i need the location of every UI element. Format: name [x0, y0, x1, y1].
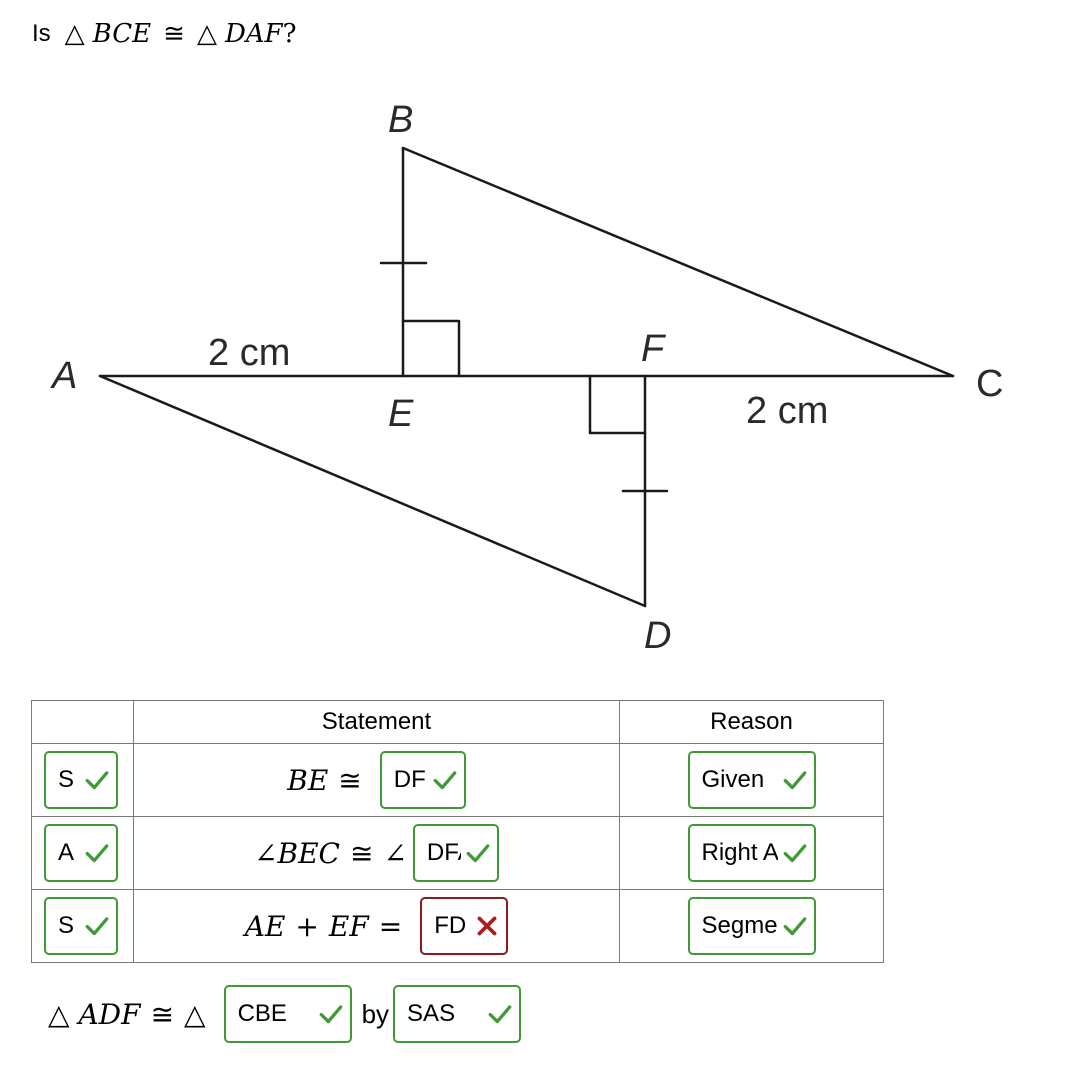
question-prompt: Is △BCE≅△DAF?	[32, 14, 297, 54]
answer-value: S	[58, 766, 75, 793]
answer-value: DF	[393, 766, 426, 793]
statement-lhs: BE	[287, 763, 329, 797]
check-icon	[783, 844, 806, 863]
question-expression: △BCE≅△DAF?	[65, 19, 297, 49]
equals-symbol: =	[378, 909, 403, 943]
reason-answer-box[interactable]: Right Angles	[687, 824, 816, 882]
triangle-symbol: △	[48, 997, 70, 1031]
proof-table: Statement Reason S BE ≅ DF	[31, 700, 884, 963]
congruent-symbol: ≅	[163, 19, 185, 49]
statement-lhs-a: AE	[244, 909, 286, 943]
step-answer-box[interactable]: S	[44, 897, 118, 955]
question-prefix: Is	[32, 20, 51, 47]
answer-value: S	[58, 912, 75, 939]
triangle-symbol: △	[196, 19, 217, 49]
answer-value: Given	[701, 766, 765, 793]
segment-bc	[401, 146, 955, 378]
point-label-d: D	[644, 615, 671, 657]
statement-cell: BE ≅ DF	[133, 743, 620, 817]
question-mark: ?	[282, 19, 297, 49]
header-reason: Reason	[619, 700, 884, 744]
statement-expression: ∠BEC≅∠ DFA	[254, 824, 499, 882]
table-row: S AE + EF = FD Segment Addition	[31, 889, 884, 963]
header-statement: Statement	[133, 700, 620, 744]
header-step	[31, 700, 134, 744]
triangle-adf: ADF	[78, 997, 141, 1031]
answer-value: CBE	[237, 1000, 287, 1027]
check-icon	[85, 771, 109, 790]
statement-lhs: BEC	[277, 836, 340, 870]
triangle-bce: BCE	[92, 19, 152, 49]
statement-expression: BE ≅ DF	[287, 751, 466, 809]
segment-ad	[98, 374, 647, 608]
measure-label-fc: 2 cm	[746, 390, 828, 432]
congruent-symbol: ≅	[150, 997, 175, 1031]
congruent-symbol: ≅	[338, 763, 362, 797]
step-answer-box[interactable]: S	[44, 751, 118, 809]
table-row: A ∠BEC≅∠ DFA Right Angles	[31, 816, 884, 890]
check-icon	[433, 771, 457, 790]
point-label-a: A	[50, 355, 77, 397]
triangle-symbol: △	[184, 997, 206, 1031]
conclusion-line: △ ADF ≅ △ CBE by SAS	[48, 984, 522, 1044]
reason-cell: Segment Addition	[619, 889, 884, 963]
step-cell: A	[31, 816, 134, 890]
statement-answer-box[interactable]: DFA	[412, 824, 499, 882]
check-icon	[85, 917, 109, 936]
statement-expression: AE + EF = FD	[244, 897, 509, 955]
statement-cell: AE + EF = FD	[133, 889, 620, 963]
postulate-answer-box[interactable]: SAS	[393, 985, 522, 1043]
check-icon	[783, 917, 806, 936]
answer-value: Segment Addition	[701, 912, 778, 939]
statement-cell: ∠BEC≅∠ DFA	[133, 816, 620, 890]
table-row: S BE ≅ DF Given	[31, 743, 884, 817]
measure-label-ae: 2 cm	[208, 332, 290, 374]
plus-symbol: +	[295, 909, 319, 943]
check-icon	[319, 1005, 342, 1024]
statement-lhs-b: EF	[328, 909, 369, 943]
answer-value: Right Angles	[701, 839, 778, 866]
point-label-b: B	[388, 99, 413, 141]
conclusion-expression: △ ADF ≅ △	[48, 998, 206, 1031]
reason-cell: Given	[619, 743, 884, 817]
statement-answer-box[interactable]: DF	[379, 751, 466, 809]
triangle-symbol: △	[64, 19, 85, 49]
statement-answer-box[interactable]: FD	[420, 897, 509, 955]
answer-value: FD	[434, 912, 467, 939]
point-label-c: C	[976, 363, 1003, 405]
step-cell: S	[31, 743, 134, 817]
point-label-f: F	[641, 328, 666, 370]
congruent-symbol: ≅	[349, 836, 374, 870]
check-icon	[488, 1005, 512, 1024]
by-word: by	[361, 998, 390, 1029]
geometry-figure: A B C D E F 2 cm 2 cm	[50, 99, 1003, 657]
answer-value: DFA	[426, 839, 461, 866]
step-cell: S	[31, 889, 134, 963]
check-icon	[85, 844, 109, 863]
check-icon	[783, 771, 806, 790]
point-label-e: E	[388, 393, 414, 435]
triangle-daf: DAF	[224, 19, 283, 49]
triangle-answer-box[interactable]: CBE	[223, 985, 352, 1043]
right-angle-mark-f	[588, 374, 647, 435]
reason-cell: Right Angles	[619, 816, 884, 890]
step-answer-box[interactable]: A	[44, 824, 118, 882]
angle-symbol: ∠	[383, 836, 407, 870]
angle-symbol: ∠	[254, 836, 278, 870]
reason-answer-box[interactable]: Given	[687, 751, 816, 809]
reason-answer-box[interactable]: Segment Addition	[687, 897, 816, 955]
right-angle-mark-e	[401, 319, 461, 378]
table-header-row: Statement Reason	[31, 700, 884, 744]
answer-value: SAS	[407, 1000, 456, 1027]
x-icon	[477, 916, 497, 936]
answer-value: A	[58, 839, 75, 866]
check-icon	[466, 844, 490, 863]
